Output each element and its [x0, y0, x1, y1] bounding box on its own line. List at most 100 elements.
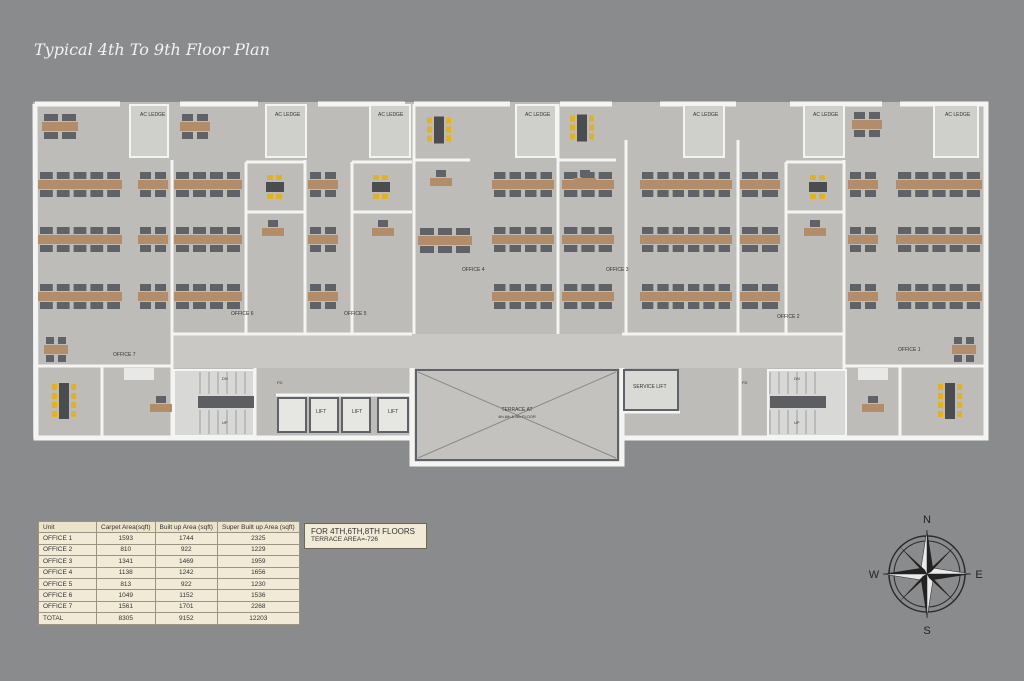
- chair: [564, 302, 578, 309]
- chair: [564, 172, 578, 179]
- terrace-label: TERRACE AT: [501, 407, 532, 413]
- chair: [325, 302, 336, 309]
- chair: [580, 170, 590, 177]
- chair: [589, 133, 594, 140]
- chair: [267, 194, 273, 199]
- chair: [642, 245, 654, 252]
- chair: [378, 220, 388, 227]
- chair: [932, 284, 946, 291]
- super-built-up-cell: 2268: [216, 600, 300, 614]
- chair: [688, 284, 700, 291]
- fire-door-label: FD: [742, 380, 747, 385]
- chair: [525, 302, 537, 309]
- chair: [267, 175, 273, 180]
- ac-ledge-label: AC LEDGE: [275, 112, 301, 118]
- chair: [598, 284, 612, 291]
- carpet-cell: 810: [96, 543, 156, 557]
- unit-cell: OFFICE 4: [38, 566, 97, 579]
- chair: [436, 170, 446, 177]
- chair: [90, 227, 104, 234]
- chair: [819, 194, 825, 199]
- chair: [762, 302, 778, 309]
- cabin-desk: [862, 404, 884, 412]
- chair: [564, 190, 578, 197]
- compass-east: E: [975, 569, 982, 581]
- chair: [672, 190, 684, 197]
- chair: [193, 172, 206, 179]
- chair: [966, 245, 980, 252]
- chair: [938, 384, 943, 390]
- chair: [227, 190, 240, 197]
- chair: [966, 337, 974, 344]
- header-carpet-area: Carpet Area(sqft): [96, 520, 156, 534]
- chair: [672, 302, 684, 309]
- chair: [176, 190, 189, 197]
- chair: [642, 190, 654, 197]
- super-built-up-cell: 1229: [216, 543, 300, 557]
- carpet-cell: 1561: [96, 600, 156, 614]
- chair: [581, 302, 595, 309]
- chair: [494, 302, 506, 309]
- chair: [494, 172, 506, 179]
- chair: [672, 172, 684, 179]
- chair: [62, 114, 76, 121]
- compass-rose-icon: N S E W: [869, 514, 983, 637]
- cabin-desk: [372, 228, 394, 236]
- chair: [73, 302, 87, 309]
- meeting-table: [427, 116, 451, 144]
- chair: [938, 393, 943, 399]
- chair: [227, 227, 240, 234]
- chair: [868, 396, 878, 403]
- super-built-up-cell: 1656: [216, 566, 300, 579]
- chair: [90, 302, 104, 309]
- chair: [62, 132, 76, 139]
- desk: [896, 235, 982, 244]
- chair: [932, 302, 946, 309]
- staircases: [173, 369, 847, 437]
- ac-ledge-label: AC LEDGE: [813, 112, 839, 118]
- chair: [540, 172, 552, 179]
- chair: [310, 172, 321, 179]
- chair: [688, 227, 700, 234]
- chair: [762, 190, 778, 197]
- chair: [155, 302, 166, 309]
- cabin-desk: [430, 178, 452, 186]
- chair: [865, 227, 876, 234]
- built-up-cell: 1701: [154, 600, 218, 614]
- desk: [848, 292, 878, 301]
- chair: [494, 227, 506, 234]
- compass-north: N: [923, 514, 931, 526]
- desk: [562, 292, 614, 301]
- built-up-cell: 1744: [154, 532, 218, 545]
- chair: [570, 133, 575, 140]
- chair: [898, 302, 912, 309]
- chair: [688, 172, 700, 179]
- chair: [210, 284, 223, 291]
- chair: [310, 302, 321, 309]
- desk: [42, 122, 78, 131]
- ac-ledge-label: AC LEDGE: [945, 112, 971, 118]
- chair: [140, 227, 151, 234]
- chair: [325, 190, 336, 197]
- chair: [71, 411, 76, 417]
- chair: [688, 190, 700, 197]
- chair: [427, 126, 432, 133]
- chair: [966, 302, 980, 309]
- service-lift-label: SERVICE LIFT: [633, 384, 667, 390]
- chair: [140, 172, 151, 179]
- super-built-up-cell: 12203: [216, 612, 300, 625]
- chair: [898, 227, 912, 234]
- chair: [40, 227, 53, 234]
- meeting-table: [266, 175, 284, 199]
- chair: [509, 302, 521, 309]
- chair: [932, 227, 946, 234]
- chair: [915, 284, 929, 291]
- cabin-desk: [262, 228, 284, 236]
- chair: [140, 245, 151, 252]
- desk: [138, 292, 168, 301]
- chair: [589, 124, 594, 131]
